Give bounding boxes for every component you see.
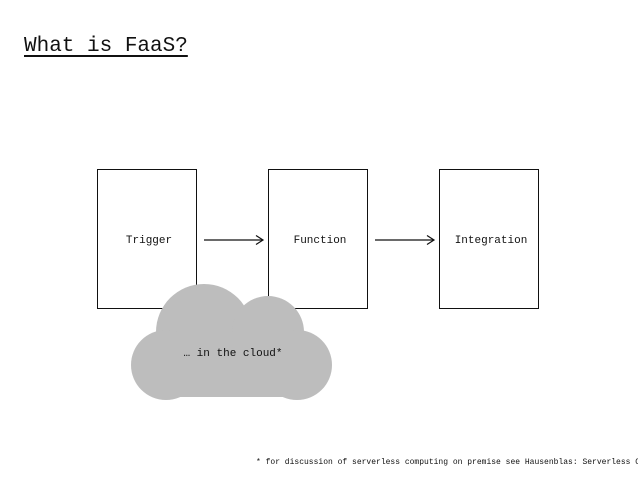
trigger-label: Trigger (125, 235, 173, 247)
cloud-label: … in the cloud* (183, 348, 283, 360)
integration-label: Integration (454, 235, 528, 247)
cloud-shape (131, 284, 332, 400)
arrow-function-to-integration (375, 234, 436, 246)
function-box (268, 169, 368, 309)
footnote: * for discussion of serverless computing… (256, 458, 638, 467)
function-label: Function (293, 235, 347, 247)
arrow-trigger-to-function (204, 234, 265, 246)
integration-box (439, 169, 539, 309)
page-title: What is FaaS? (24, 35, 188, 58)
trigger-box (97, 169, 197, 309)
